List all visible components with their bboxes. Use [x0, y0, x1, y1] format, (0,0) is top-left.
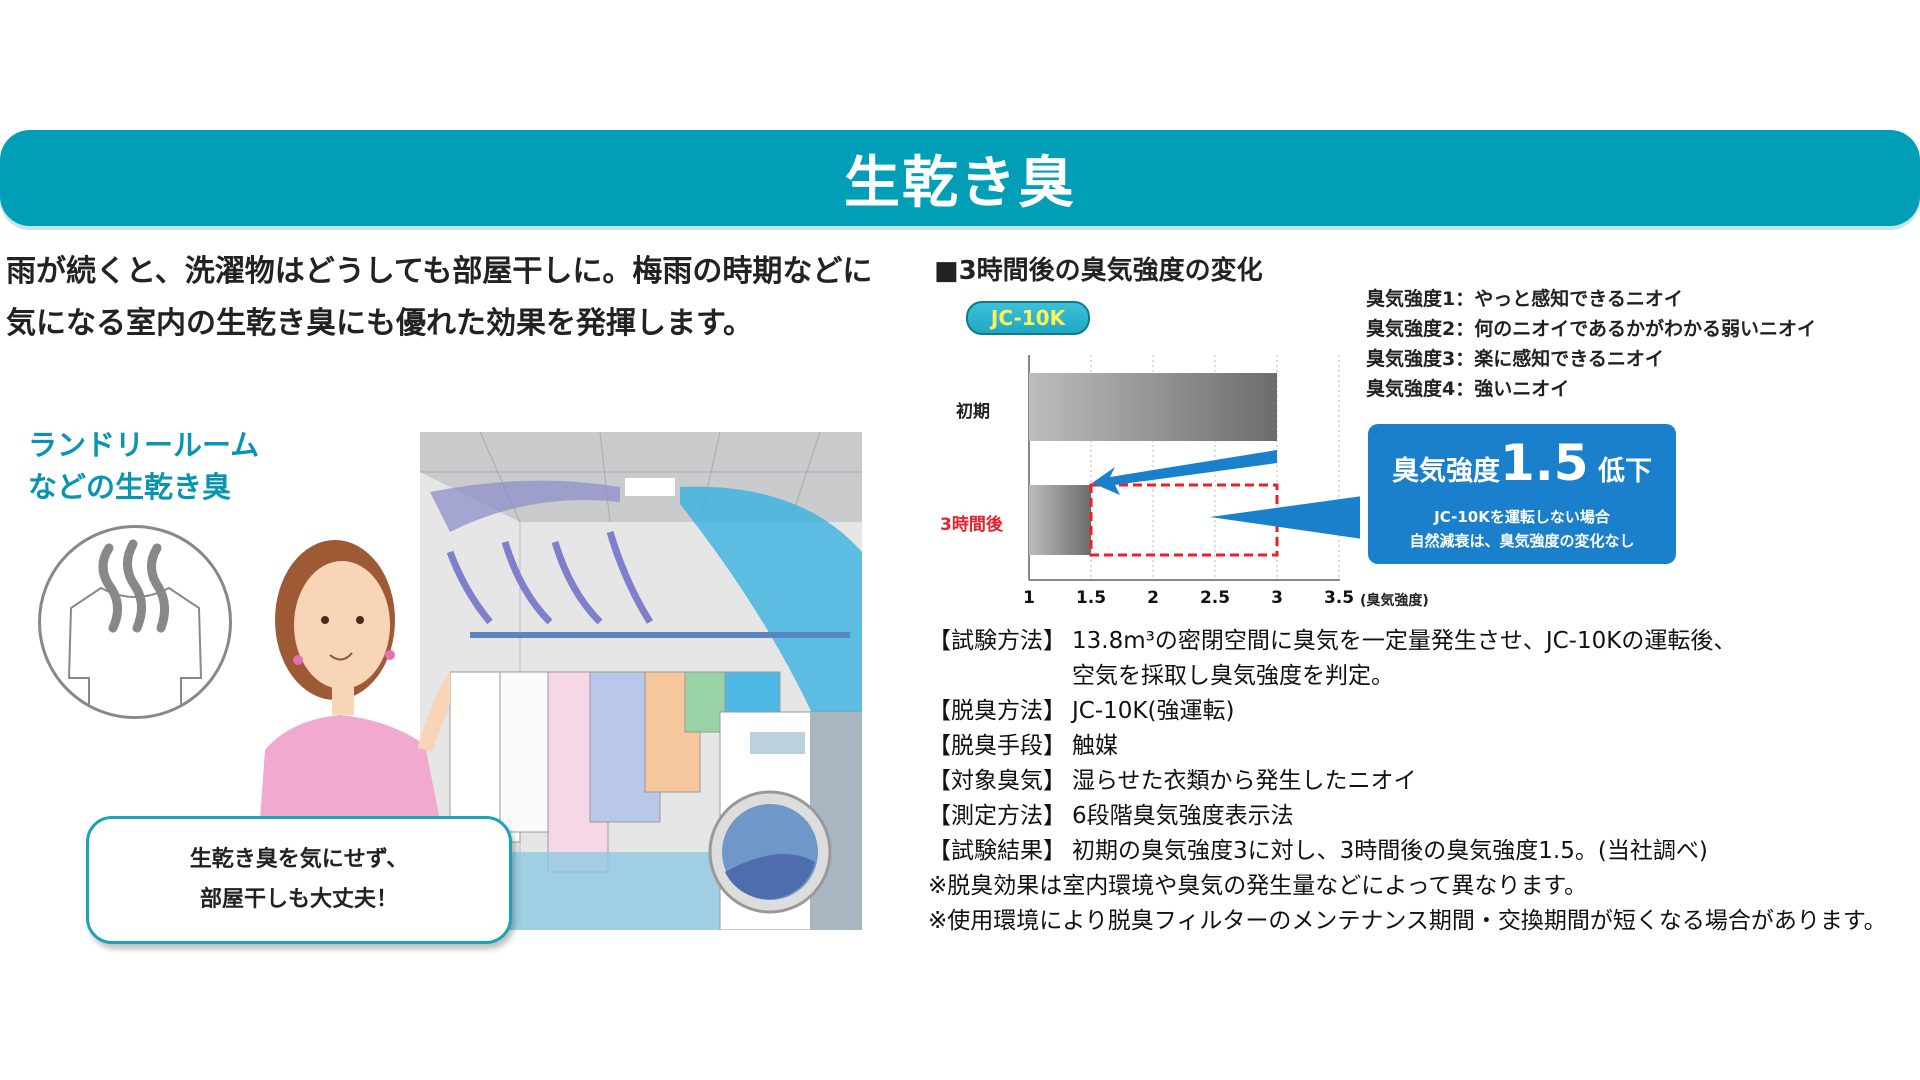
legend-item: 臭気強度1：やっと感知できるニオイ [1366, 288, 1683, 310]
title-banner: 生乾き臭 [0, 130, 1920, 226]
caption-line: ランドリールーム [28, 428, 260, 462]
disclaimer: ※使用環境により脱臭フィルターのメンテナンス期間・交換期間が短くなる場合がありま… [928, 908, 1887, 934]
note-key: 【試験結果】 [928, 838, 1066, 864]
x-axis-unit: (臭気強度) [1360, 593, 1429, 609]
x-tick: 1.5 [1075, 588, 1107, 608]
intro-text: 雨が続くと、洗濯物はどうしても部屋干しに。梅雨の時期などに 気になる室内の生乾き… [6, 246, 872, 350]
note-row: 【試験方法】13.8m³の密閉空間に臭気を一定量発生させ、JC-10Kの運転後、 [928, 624, 1887, 659]
x-tick: 2.5 [1199, 588, 1231, 608]
note-key: 【脱臭方法】 [928, 698, 1066, 724]
note-row: 【試験結果】初期の臭気強度3に対し、3時間後の臭気強度1.5。(当社調べ) [928, 834, 1887, 869]
note-key: 【試験方法】 [928, 628, 1066, 654]
note-key [928, 659, 1072, 694]
note-value: 6段階臭気強度表示法 [1072, 803, 1294, 829]
test-conditions: 【試験方法】13.8m³の密閉空間に臭気を一定量発生させ、JC-10Kの運転後、… [928, 624, 1887, 939]
shirt-odor-icon [38, 525, 232, 719]
woman-illustration [250, 520, 467, 820]
note-row: 【脱臭手段】触媒 [928, 729, 1887, 764]
callout-suffix: 低下 [1597, 456, 1652, 487]
disclaimer: ※脱臭効果は室内環境や臭気の発生量などによって異なります。 [928, 873, 1588, 899]
category-initial: 初期 [956, 402, 990, 422]
note-value: 初期の臭気強度3に対し、3時間後の臭気強度1.5。(当社調べ) [1072, 838, 1708, 864]
note-row: 【測定方法】6段階臭気強度表示法 [928, 799, 1887, 834]
note-value: JC-10K(強運転) [1072, 698, 1235, 724]
category-after-3h: 3時間後 [940, 515, 1003, 535]
note-key: 【脱臭手段】 [928, 733, 1066, 759]
callout-sub1: JC-10Kを運転しない場合 [1434, 508, 1610, 526]
speech-bubble: 生乾き臭を気にせず、 部屋干しも大丈夫！ [86, 816, 512, 944]
intro-line: 雨が続くと、洗濯物はどうしても部屋干しに。梅雨の時期などに [6, 254, 873, 289]
x-tick: 3 [1271, 588, 1283, 608]
laundry-room-illustration [420, 432, 862, 930]
note-key: 【対象臭気】 [928, 768, 1066, 794]
odor-intensity-chart: 初期 3時間後 1 1.5 2 2.5 3 3.5 (臭気強度) [940, 355, 1429, 615]
bubble-line: 生乾き臭を気にせず、 [189, 847, 409, 872]
legend-item: 臭気強度2：何のニオイであるかがわかる弱いニオイ [1366, 318, 1817, 340]
model-badge: JC-10K [966, 301, 1090, 335]
note-value: 触媒 [1072, 733, 1118, 759]
note-key: 【測定方法】 [928, 803, 1066, 829]
odor-intensity-legend: 臭気強度1：やっと感知できるニオイ 臭気強度2：何のニオイであるかがわかる弱いニ… [1366, 284, 1816, 404]
page-title: 生乾き臭 [844, 150, 1076, 216]
callout-sub2: 自然減衰は、臭気強度の変化なし [1409, 532, 1635, 550]
chart-heading: ■3時間後の臭気強度の変化 [934, 256, 1263, 286]
intro-line: 気になる室内の生乾き臭にも優れた効果を発揮します。 [6, 306, 753, 341]
caption-line: などの生乾き臭 [28, 470, 232, 504]
x-tick: 1 [1023, 588, 1035, 608]
bubble-line: 部屋干しも大丈夫！ [199, 887, 398, 912]
reduction-callout: 臭気強度1.5 低下 JC-10Kを運転しない場合 自然減衰は、臭気強度の変化な… [1368, 424, 1676, 564]
laundry-caption: ランドリールーム などの生乾き臭 [28, 424, 259, 508]
callout-value: 1.5 [1500, 434, 1589, 492]
legend-item: 臭気強度3：楽に感知できるニオイ [1366, 348, 1664, 370]
callout-prefix: 臭気強度 [1392, 456, 1500, 487]
note-row: 空気を採取し臭気強度を判定。 [928, 659, 1887, 694]
note-value: 13.8m³の密閉空間に臭気を一定量発生させ、JC-10Kの運転後、 [1072, 628, 1737, 654]
legend-item: 臭気強度4：強いニオイ [1366, 378, 1570, 400]
note-row: 【脱臭方法】JC-10K(強運転) [928, 694, 1887, 729]
note-value: 湿らせた衣類から発生したニオイ [1072, 768, 1417, 794]
note-value: 空気を採取し臭気強度を判定。 [1072, 663, 1394, 689]
x-tick: 2 [1147, 588, 1159, 608]
x-tick: 3.5 [1323, 588, 1355, 608]
note-row: 【対象臭気】湿らせた衣類から発生したニオイ [928, 764, 1887, 799]
